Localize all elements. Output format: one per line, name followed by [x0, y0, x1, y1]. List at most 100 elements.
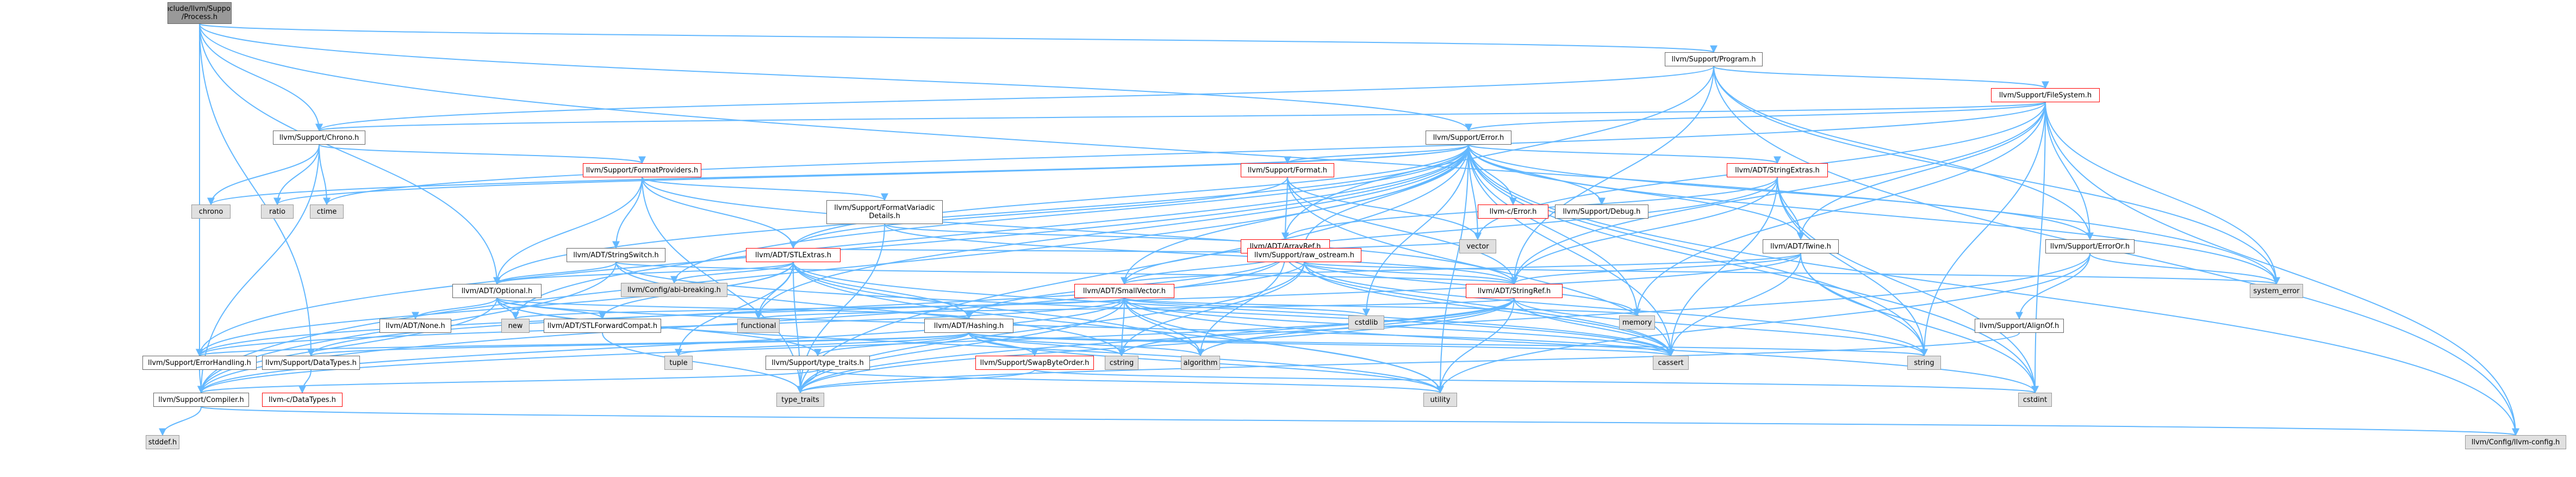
node-smallvector-h[interactable]: llvm/ADT/SmallVector.h	[1074, 284, 1174, 298]
edge-errorhandling-to-compiler	[197, 369, 205, 394]
edge-erroror-to-type_traits	[797, 253, 2090, 394]
node-hashing-h[interactable]: llvm/ADT/Hashing.h	[924, 319, 1013, 333]
edge-error_h-to-stringextras	[1468, 144, 1781, 164]
edge-stlextras-to-type_traits	[793, 262, 804, 394]
node-process-h[interactable]: include/llvm/Support /Process.h	[167, 2, 232, 24]
edge-smallvector-to-memory	[1124, 298, 1641, 317]
node-none-h[interactable]: llvm/ADT/None.h	[379, 319, 451, 333]
edge-error_h-to-cstdlib	[1362, 144, 1469, 317]
node-alignof-h[interactable]: llvm/Support/AlignOf.h	[1975, 319, 2064, 333]
edge-stlextras-to-cassert	[793, 262, 1675, 357]
node-errorhandling-h[interactable]: llvm/Support/ErrorHandling.h	[142, 356, 257, 370]
edge-filesystem-to-memory	[1633, 102, 2046, 317]
edge-compiler-to-config	[201, 406, 2518, 436]
edge-erroror-to-utility	[1436, 253, 2090, 394]
edge-twine-to-cstdint	[1800, 253, 2039, 394]
edge-root-to-error_h	[199, 23, 1472, 132]
edge-filesystem-to-config	[2045, 102, 2519, 436]
node-compiler-h[interactable]: llvm/Support/Compiler.h	[153, 393, 249, 407]
node-abi-breaking-h: llvm/Config/abi-breaking.h	[621, 283, 727, 297]
edge-swapbyteorder-to-type_traits	[797, 369, 1035, 394]
edge-raw_ostream-to-cstring	[1118, 262, 1305, 357]
edge-filesystem-to-error_h	[1465, 102, 2046, 132]
edge-stlextras-to-hashing	[793, 262, 973, 320]
edge-program-to-filesystem	[1713, 66, 2049, 89]
edge-stringref-to-type_traits	[797, 298, 1515, 394]
edge-stringref-to-cassert	[1514, 298, 1675, 357]
node-stringswitch-h[interactable]: llvm/ADT/StringSwitch.h	[567, 248, 665, 262]
edge-program-to-system_error	[1713, 66, 2280, 285]
node-error-h[interactable]: llvm/Support/Error.h	[1426, 131, 1511, 145]
edge-erroror-to-system_error	[2089, 253, 2280, 285]
node-type-traits: type_traits	[776, 393, 824, 407]
edge-compiler-to-stddef	[159, 406, 202, 436]
node-cstring: cstring	[1105, 356, 1138, 370]
node-stlextras-h[interactable]: llvm/ADT/STLExtras.h	[746, 248, 841, 262]
node-cstdlib: cstdlib	[1348, 315, 1384, 330]
edge-program-to-chrono_h	[315, 66, 1714, 132]
node-new: new	[501, 319, 530, 333]
edge-filesystem-to-cstdint	[2031, 102, 2046, 394]
edge-error_h-to-format	[1284, 144, 1469, 164]
edge-formatproviders-to-formatvariadic	[642, 177, 888, 201]
node-llvm-config-h: llvm/Config/llvm-config.h	[2465, 435, 2566, 449]
edge-stringextras-to-twine	[1777, 177, 1805, 240]
node-formatvariadicdetails-h[interactable]: llvm/Support/FormatVariadic Details.h	[826, 200, 943, 224]
node-debug-h[interactable]: llvm/Support/Debug.h	[1555, 205, 1648, 219]
node-c-error-h[interactable]: llvm-c/Error.h	[1478, 205, 1548, 219]
edge-twine-to-string	[1800, 253, 1928, 357]
edge-error_h-to-config	[1468, 144, 2519, 436]
edge-stringswitch-to-optional	[493, 262, 617, 285]
edge-optional-to-cassert	[496, 298, 1675, 357]
edge-hashing-to-datatypes	[307, 332, 969, 357]
edge-twine-to-cassert	[1667, 253, 1801, 357]
node-raw-ostream-h[interactable]: llvm/Support/raw_ostream.h	[1247, 248, 1361, 262]
edge-stlextras-to-errorhandling	[196, 262, 794, 357]
edge-formatproviders-to-stlextras	[642, 177, 797, 249]
edge-swapbyteorder-to-cstdint	[1034, 369, 2038, 394]
edge-formatproviders-to-stringswitch	[612, 177, 643, 249]
node-stringref-h[interactable]: llvm/ADT/StringRef.h	[1466, 284, 1563, 298]
node-stlforwardcompat-h[interactable]: llvm/ADT/STLForwardCompat.h	[544, 319, 661, 333]
edge-error_h-to-string	[1468, 144, 1928, 357]
node-algorithm: algorithm	[1181, 356, 1220, 370]
node-optional-h[interactable]: llvm/ADT/Optional.h	[452, 284, 542, 298]
node-c-datatypes-h[interactable]: llvm-c/DataTypes.h	[262, 393, 343, 407]
node-program-h[interactable]: llvm/Support/Program.h	[1665, 52, 1763, 66]
node-erroror-h[interactable]: llvm/Support/ErrorOr.h	[2045, 239, 2135, 253]
node-system-error: system_error	[2250, 284, 2303, 298]
edge-hashing-to-tuple	[675, 332, 969, 357]
edge-formatproviders-to-optional	[493, 177, 643, 285]
edge-stlextras-to-optional	[493, 262, 794, 285]
node-chrono-h[interactable]: llvm/Support/Chrono.h	[273, 131, 365, 145]
node-swapbyteorder-h[interactable]: llvm/Support/SwapByteOrder.h	[975, 356, 1094, 370]
edge-smallvector-to-utility	[1124, 298, 1444, 394]
edge-stringextras-to-cstdint	[1777, 177, 2039, 394]
edge-raw_ostream-to-system_error	[1304, 262, 2280, 285]
node-formatproviders-h[interactable]: llvm/Support/FormatProviders.h	[583, 163, 701, 177]
node-datatypes-h[interactable]: llvm/Support/DataTypes.h	[262, 356, 360, 370]
edge-optional-to-compiler	[197, 298, 497, 394]
node-type-traits-h[interactable]: llvm/Support/type_traits.h	[766, 356, 870, 370]
edge-filesystem-to-system_error	[2045, 102, 2280, 285]
node-filesystem-h[interactable]: llvm/Support/FileSystem.h	[1991, 88, 2100, 102]
node-twine-h[interactable]: llvm/ADT/Twine.h	[1763, 239, 1839, 253]
node-format-h[interactable]: llvm/Support/Format.h	[1241, 163, 1334, 177]
dependency-edges	[159, 23, 2519, 436]
edge-error_h-to-ratio	[273, 144, 1469, 206]
edge-format-to-stringref	[1287, 177, 1518, 285]
node-tuple: tuple	[664, 356, 693, 370]
node-stringextras-h[interactable]: llvm/ADT/StringExtras.h	[1727, 163, 1828, 177]
edge-error_h-to-cstdint	[1468, 144, 2039, 394]
edge-filesystem-to-chrono_h	[316, 102, 2046, 132]
edge-root-to-system_error	[199, 23, 2280, 285]
edge-chrono_h-to-ratio	[273, 144, 320, 206]
edge-stringswitch-to-cstring	[615, 262, 1125, 357]
edge-formatproviders-to-stringref	[642, 177, 1518, 285]
edge-type_traits_h-to-utility	[817, 369, 1444, 394]
edge-stringref-to-functional	[755, 298, 1515, 320]
node-cstdint: cstdint	[2018, 393, 2052, 407]
edge-formatvariadic-to-stringref	[884, 224, 1518, 285]
edge-stringref-to-compiler	[197, 298, 1515, 394]
